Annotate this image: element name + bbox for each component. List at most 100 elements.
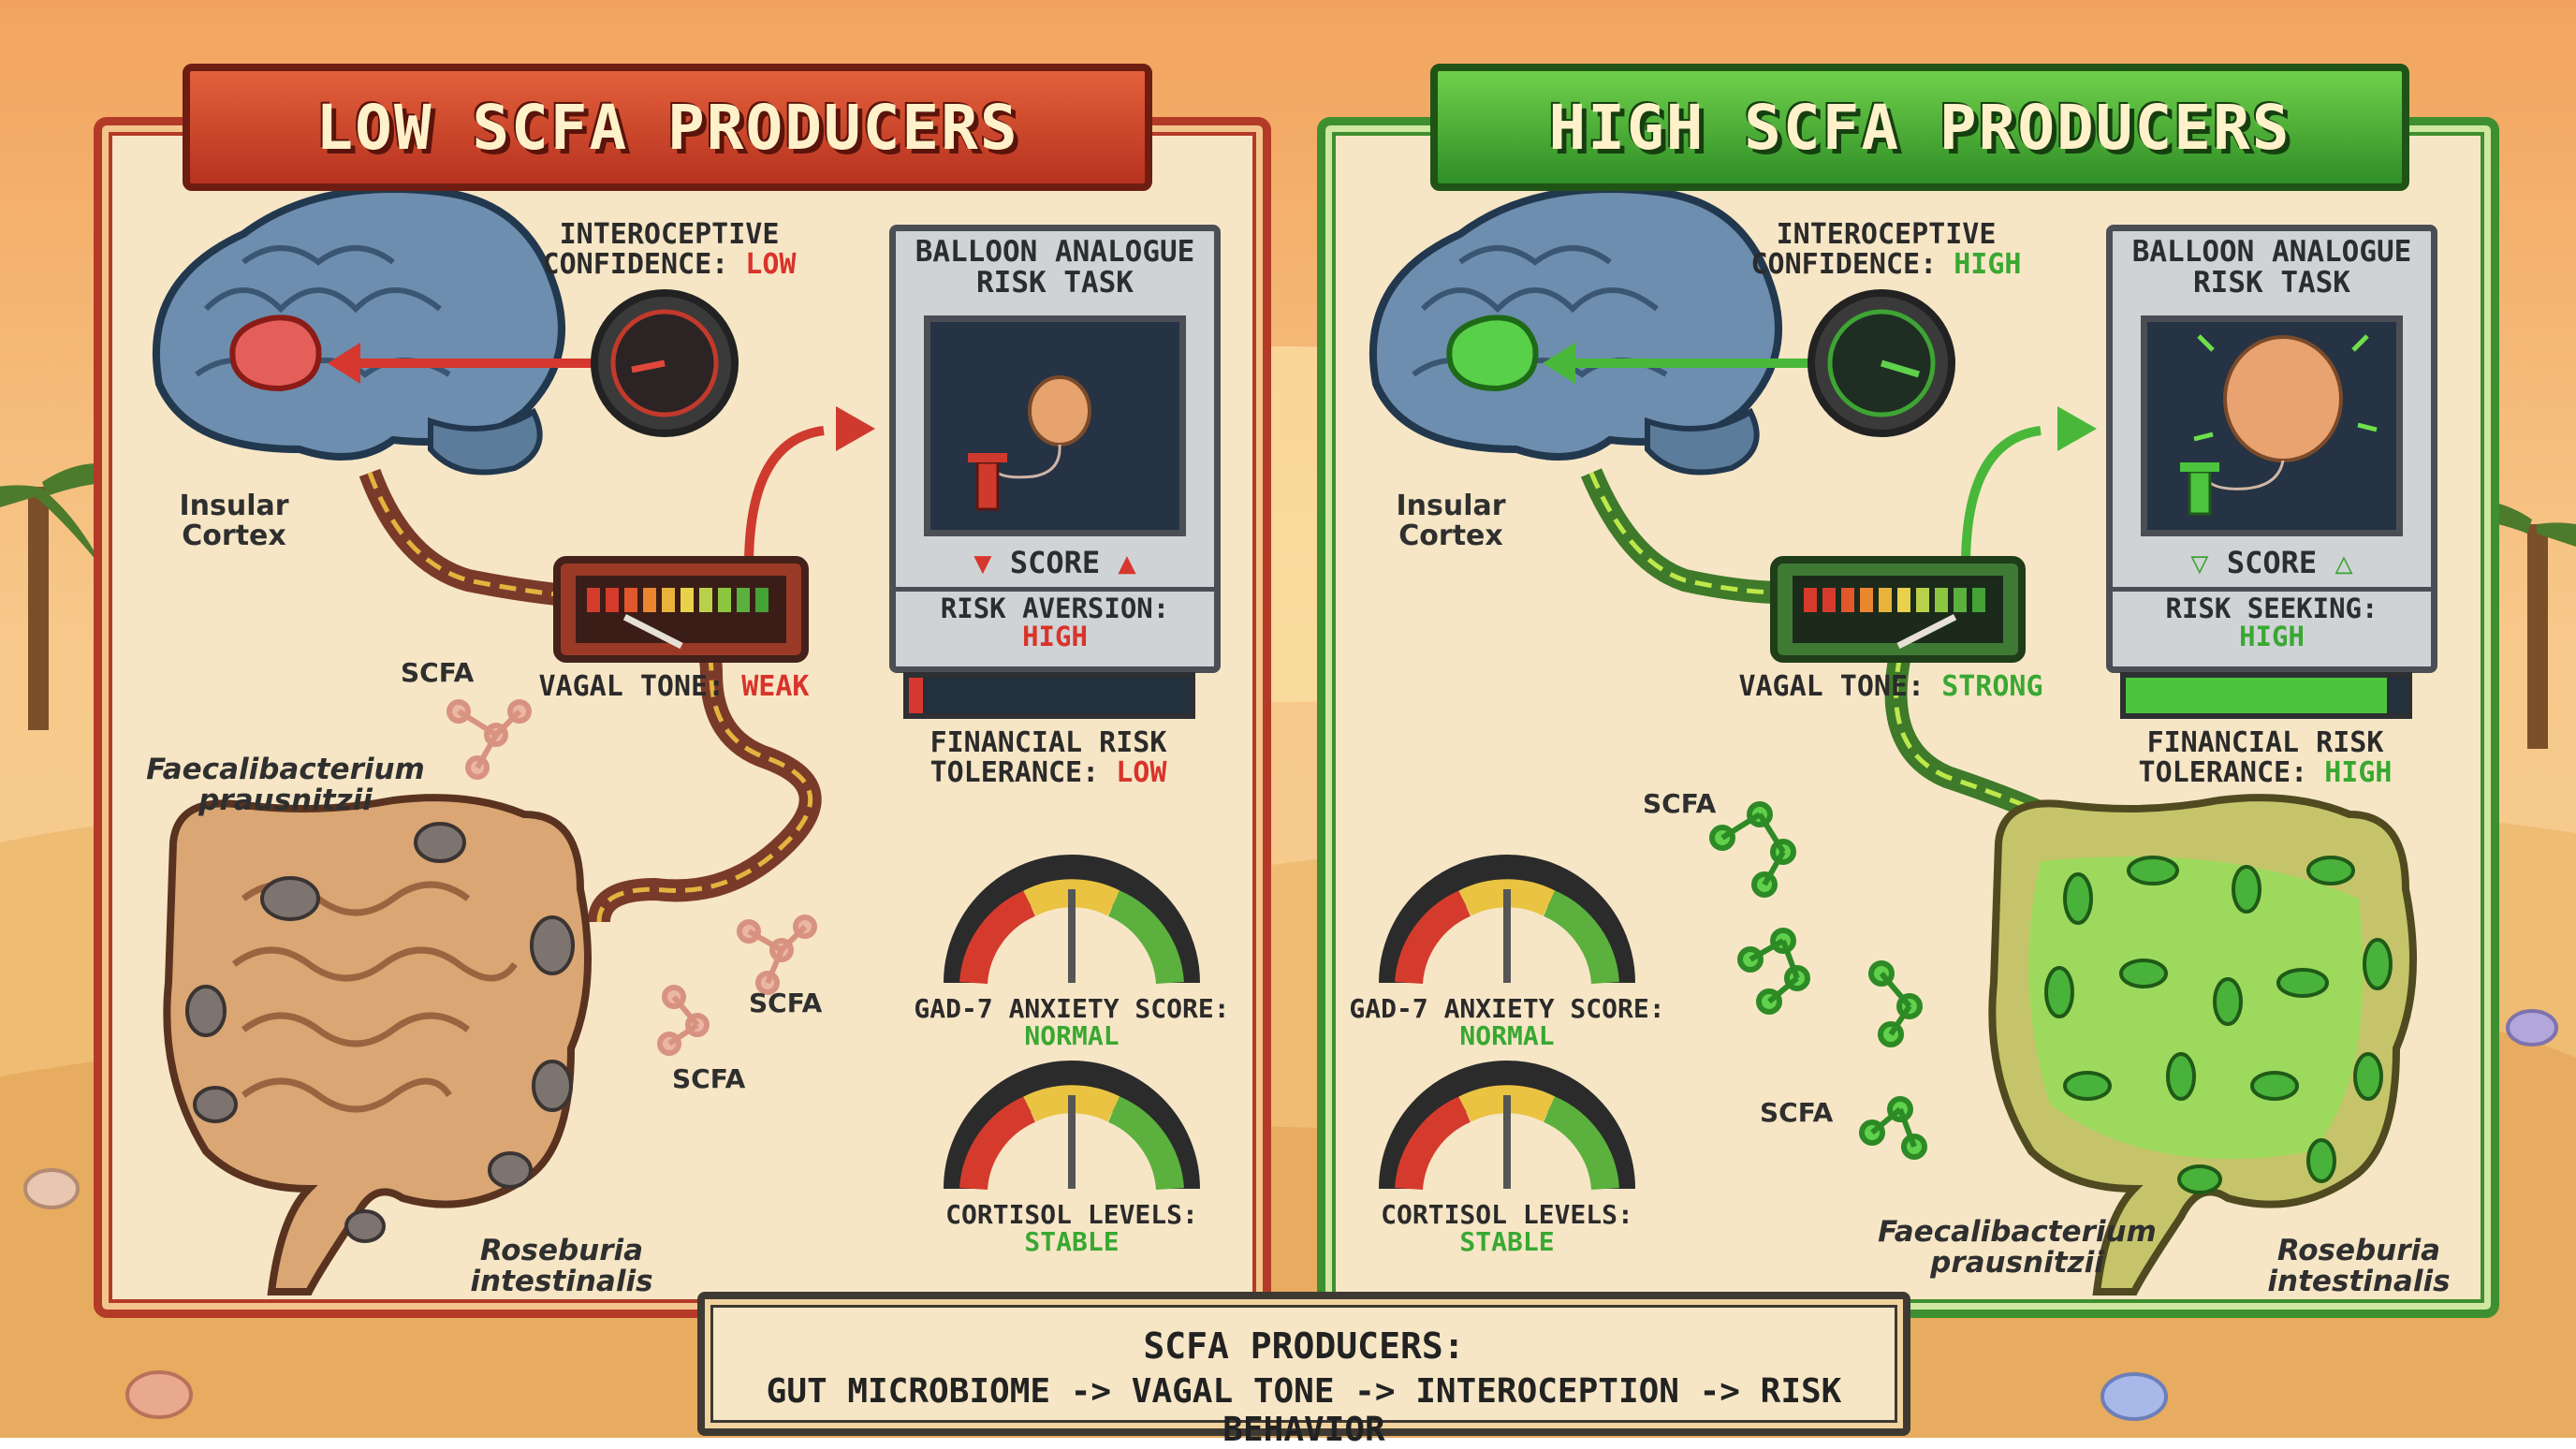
- gad7-value-right: NORMAL: [1459, 1020, 1555, 1052]
- gad7-value-left: NORMAL: [1024, 1020, 1120, 1052]
- bacteria1-line1: Faecalibacterium: [1878, 1215, 2157, 1249]
- financial-line2: TOLERANCE:: [929, 755, 1117, 789]
- bacteria1-line2: prausnitzii: [1930, 1245, 2104, 1280]
- gad7-label-right: GAD-7 ANXIETY SCORE: NORMAL: [1329, 995, 1685, 1050]
- gad7-text: GAD-7 ANXIETY SCORE:: [914, 993, 1230, 1024]
- vagal-tone-meter-right: [1770, 556, 2026, 663]
- balloon-icon: [1028, 375, 1091, 446]
- vagal-tick: [624, 588, 637, 612]
- insular-cortex-label-left: Insular Cortex: [168, 491, 300, 550]
- insula-line2: Cortex: [182, 519, 286, 552]
- interoceptive-confidence-right: INTEROCEPTIVE CONFIDENCE: HIGH: [1736, 220, 2036, 279]
- vagal-tick: [1879, 588, 1892, 612]
- financial-risk-bar-right: [2120, 672, 2412, 719]
- task-title2: RISK TASK: [976, 265, 1134, 300]
- financial-value-right: HIGH: [2324, 755, 2393, 789]
- brain-left: [152, 185, 565, 476]
- financial-risk-fill-right: [2126, 678, 2387, 713]
- bacteria2-line2: intestinalis: [470, 1264, 653, 1298]
- bacteria2-line1: Roseburia: [2276, 1234, 2441, 1267]
- vagal-tick: [643, 588, 656, 612]
- score-label: SCORE: [2226, 545, 2318, 580]
- vagal-tick: [755, 588, 768, 612]
- risk-label: RISK AVERSION:: [940, 593, 1170, 624]
- scfa-label-left-3: SCFA: [672, 1063, 746, 1094]
- vagal-tick: [1972, 588, 1985, 612]
- vagal-tick: [681, 588, 694, 612]
- gut-right: [1988, 794, 2417, 1295]
- gut-left: [163, 794, 592, 1295]
- task-score-left: ▼ SCORE ▲: [896, 545, 1214, 580]
- confidence-gauge-right: [1808, 289, 1955, 437]
- financial-risk-label-left: FINANCIAL RISK TOLERANCE: LOW: [861, 728, 1236, 787]
- scfa-label-right-1: SCFA: [1643, 788, 1717, 819]
- financial-risk-label-right: FINANCIAL RISK TOLERANCE: HIGH: [2078, 728, 2452, 787]
- task-screen-left: [924, 315, 1186, 536]
- scfa-label-left-1: SCFA: [401, 657, 475, 688]
- vagal-tick: [606, 588, 619, 612]
- cortisol-value-left: STABLE: [1024, 1226, 1120, 1258]
- balloon-icon: [2223, 335, 2343, 462]
- vagal-tick: [1841, 588, 1854, 612]
- risk-aversion-left: RISK AVERSION:HIGH: [896, 594, 1214, 651]
- roseburia-label-right: Roseburia intestinalis: [2256, 1236, 2462, 1296]
- cortisol-text: CORTISOL LEVELS:: [1381, 1199, 1633, 1230]
- insula-line1: Insular: [179, 490, 289, 522]
- task-screen-right: [2141, 315, 2403, 536]
- confidence-gauge-left: [591, 289, 739, 437]
- vagal-tick: [718, 588, 731, 612]
- vagal-tick: [1916, 588, 1929, 612]
- vagal-tick: [699, 588, 712, 612]
- cortisol-label-left: CORTISOL LEVELS: STABLE: [913, 1201, 1231, 1256]
- vagal-tick: [1935, 588, 1948, 612]
- bacteria2-line1: Roseburia: [479, 1234, 644, 1267]
- financial-line1: FINANCIAL RISK: [929, 726, 1167, 759]
- insula-line1: Insular: [1396, 490, 1506, 522]
- interoception-arrow-right: [1543, 343, 1811, 384]
- low-scfa-banner: LOW SCFA PRODUCERS: [183, 64, 1152, 191]
- score-up-icon: △: [2334, 545, 2353, 580]
- vagal-tick: [737, 588, 750, 612]
- brain-right: [1368, 185, 1782, 476]
- cortisol-text: CORTISOL LEVELS:: [945, 1199, 1198, 1230]
- faecalibacterium-label-left: Faecalibacterium prausnitzii: [140, 754, 431, 815]
- gad7-gauge-left: [944, 855, 1200, 985]
- task-title1: BALLOON ANALOGUE: [915, 235, 1195, 269]
- cortisol-value-right: STABLE: [1459, 1226, 1555, 1258]
- vagal-tone-value-right: STRONG: [1941, 670, 2043, 703]
- risk-seeking-right: RISK SEEKING:HIGH: [2113, 594, 2431, 651]
- financial-risk-bar-left: [903, 672, 1195, 719]
- interoceptive-line1: INTEROCEPTIVE: [559, 218, 780, 251]
- vagal-tick: [662, 588, 675, 612]
- vagal-tone-label-right: VAGAL TONE: STRONG: [1722, 672, 2059, 702]
- faecalibacterium-label-right: Faecalibacterium prausnitzii: [1872, 1217, 2162, 1278]
- insular-cortex-left: [229, 315, 322, 392]
- cortisol-label-right: CORTISOL LEVELS: STABLE: [1348, 1201, 1666, 1256]
- interoceptive-value-left: LOW: [745, 247, 797, 281]
- interoceptive-line1: INTEROCEPTIVE: [1776, 218, 1997, 251]
- task-divider: [2113, 587, 2431, 592]
- vagal-tick: [1822, 588, 1836, 612]
- gad7-gauge-right: [1379, 855, 1635, 985]
- financial-value-left: LOW: [1116, 755, 1167, 789]
- score-label: SCORE: [1009, 545, 1101, 580]
- vagal-tone-value-left: WEAK: [741, 670, 810, 703]
- high-scfa-banner: HIGH SCFA PRODUCERS: [1430, 64, 2409, 191]
- risk-value-left: HIGH: [1022, 621, 1088, 653]
- financial-line2: TOLERANCE:: [2138, 755, 2325, 789]
- risk-label: RISK SEEKING:: [2165, 593, 2378, 624]
- vagal-tone-label-left: VAGAL TONE: WEAK: [524, 672, 824, 702]
- financial-line1: FINANCIAL RISK: [2146, 726, 2384, 759]
- score-down-icon: ▼: [973, 545, 992, 580]
- task-score-right: ▽ SCORE △: [2113, 545, 2431, 580]
- score-up-icon: ▲: [1118, 545, 1136, 580]
- pump-icon: [975, 461, 1000, 511]
- cortisol-gauge-right: [1379, 1061, 1635, 1191]
- roseburia-label-left: Roseburia intestinalis: [459, 1236, 665, 1296]
- insular-cortex-right: [1446, 315, 1539, 392]
- task-title2: RISK TASK: [2193, 265, 2350, 300]
- vagal-tick: [1804, 588, 1817, 612]
- financial-risk-fill-left: [909, 678, 923, 713]
